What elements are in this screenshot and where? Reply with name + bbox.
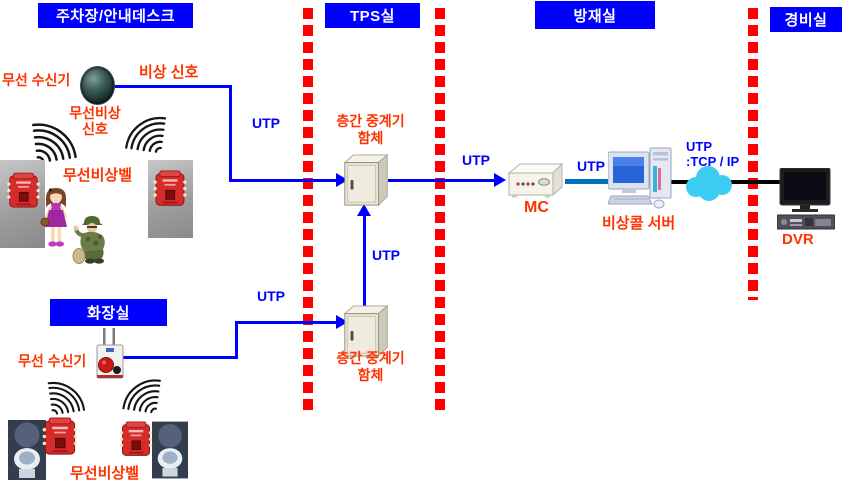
repeater1-label: 층간 중계기 함체 [328, 113, 413, 147]
repeater1-label-line1: 층간 중계기 [336, 113, 405, 129]
wifi-waves-icon [125, 112, 167, 154]
signal-line-receiver1-v [229, 85, 232, 182]
arrowhead-into-mc [494, 173, 506, 187]
zone-header-parking-desk: 주차장/안내데스크 [38, 3, 193, 28]
signal-line-to-cabinet1 [229, 179, 336, 182]
utp-tcpip-line1: UTP [686, 139, 712, 154]
utp-label-2: UTP [462, 152, 490, 168]
arrowhead-up-into-cabinet1 [357, 204, 371, 216]
toilet-photo-right [152, 421, 188, 479]
wireless-receiver1-label: 무선 수신기 [2, 72, 71, 88]
zone-header-tps-room: TPS실 [325, 3, 420, 28]
repeater2-label: 층간 중계기 함체 [328, 350, 413, 384]
zone-divider-security [748, 8, 758, 300]
repeater2-label-line1: 층간 중계기 [336, 350, 405, 366]
zone-header-restroom: 화장실 [50, 299, 167, 326]
dome-receiver-icon [80, 66, 115, 105]
signal-line-cabinet2-to-cabinet1 [363, 215, 366, 306]
zone-divider-tps-right [435, 8, 445, 416]
network-cloud-icon [686, 166, 732, 201]
wireless-bell-label-bottom: 무선비상벨 [70, 465, 140, 482]
mc-unit-icon [507, 162, 564, 198]
wireless-emergency-signal-line2: 신호 [82, 121, 108, 137]
emergency-bell-icon [153, 170, 187, 206]
toilet-photo-left [8, 420, 46, 480]
wifi-waves-icon [47, 377, 85, 416]
utp-tcpip-label: UTP :TCP / IP [686, 139, 739, 169]
emergency-bell-icon [42, 417, 78, 455]
signal-line-receiver2-v [235, 321, 238, 359]
emergency-bell-icon [7, 172, 40, 208]
wireless-bell-label-top: 무선비상벨 [63, 167, 133, 184]
intruder-figure [72, 216, 105, 264]
emergency-bell-icon [119, 421, 153, 456]
wireless-emergency-signal-label: 무선비상 신호 [60, 105, 130, 137]
zone-header-security-room: 경비실 [770, 7, 842, 32]
utp-link-mc-to-server [565, 179, 612, 184]
wifi-waves-icon [122, 375, 161, 414]
dvr-label: DVR [782, 231, 814, 248]
utp-label-1: UTP [252, 115, 280, 131]
signal-line-receiver2-h [123, 356, 238, 359]
utp-tcpip-line2: :TCP / IP [686, 154, 740, 169]
utp-label-5: UTP [257, 288, 285, 304]
repeater-cabinet1-icon [344, 154, 388, 206]
antenna-receiver-icon [96, 328, 124, 379]
wireless-receiver2-label: 무선 수신기 [18, 353, 87, 369]
utp-label-3: UTP [577, 158, 605, 174]
girl-figure [40, 188, 68, 247]
server-computer-icon [608, 147, 672, 209]
zone-header-disaster-room: 방재실 [535, 1, 655, 29]
signal-line-receiver1-h [112, 85, 232, 88]
emergency-signal-label: 비상 신호 [139, 64, 199, 81]
signal-line-cabinet1-to-mc [388, 179, 494, 182]
emergency-call-server-label: 비상콜 서버 [602, 215, 676, 232]
repeater1-label-line2: 함체 [357, 130, 384, 146]
signal-line-to-cabinet2 [235, 321, 336, 324]
repeater2-label-line2: 함체 [357, 367, 384, 383]
utp-label-4: UTP [372, 247, 400, 263]
zone-divider-tps-left [303, 8, 313, 416]
wireless-emergency-signal-line1: 무선비상 [69, 105, 121, 121]
mc-label: MC [524, 199, 549, 216]
dvr-monitor-icon [777, 168, 835, 230]
